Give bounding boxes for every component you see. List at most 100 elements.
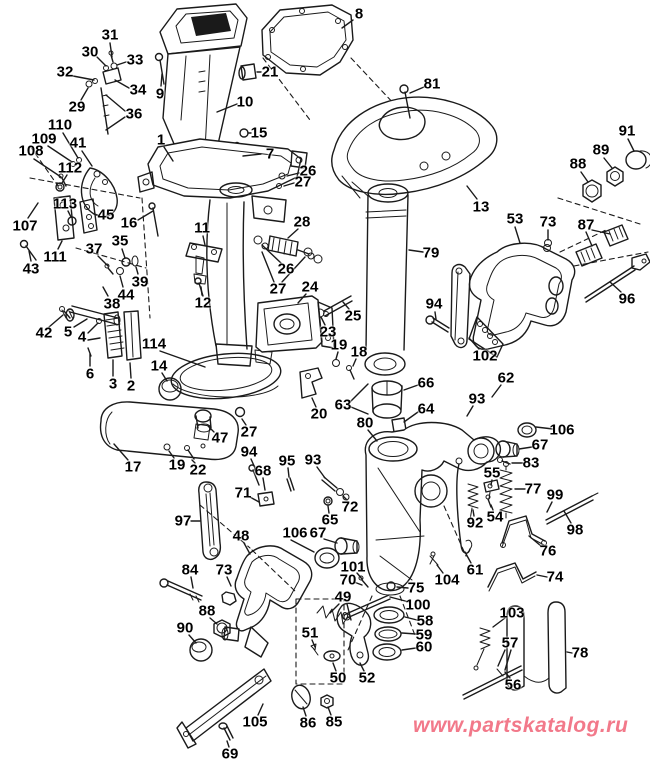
part-number-label: 109 (31, 130, 57, 148)
part-number-label: 106 (549, 421, 575, 439)
part-number-label: 12 (194, 294, 212, 312)
part-number-label: 32 (56, 63, 74, 81)
part-number-label: 112 (57, 159, 83, 177)
part-number-label: 73 (539, 213, 557, 231)
part-number-label: 107 (12, 217, 38, 235)
part-number-label: 23 (319, 323, 337, 341)
part-number-label: 27 (294, 173, 312, 191)
part-number-label: 29 (68, 98, 86, 116)
part-number-label: 30 (81, 43, 99, 61)
part-number-label: 103 (499, 604, 525, 622)
part-number-label: 85 (325, 713, 343, 731)
part-number-label: 70 (339, 571, 357, 589)
part-number-label: 87 (577, 216, 595, 234)
part-number-label: 89 (592, 141, 610, 159)
part-number-label: 2 (126, 377, 136, 395)
part-number-label: 93 (468, 390, 486, 408)
part-number-label: 45 (97, 206, 115, 224)
part-number-label: 57 (501, 634, 519, 652)
part-number-label: 15 (250, 124, 268, 142)
part-number-label: 114 (141, 335, 167, 353)
part-number-label: 10 (236, 93, 254, 111)
part-number-label: 102 (472, 347, 498, 365)
part-number-label: 65 (321, 511, 339, 529)
part-number-label: 21 (261, 63, 279, 81)
part-number-label: 67 (531, 436, 549, 454)
part-number-label: 97 (174, 512, 192, 530)
tilt-tube-art (364, 183, 409, 433)
part-number-label: 27 (240, 423, 258, 441)
part-number-label: 3 (108, 375, 118, 393)
part-number-label: 81 (423, 75, 441, 93)
part-number-label: 100 (405, 596, 431, 614)
part-number-label: 37 (85, 240, 103, 258)
part-number-label: 44 (117, 286, 135, 304)
part-number-label: 54 (486, 508, 504, 526)
part-number-label: 33 (126, 51, 144, 69)
part-number-label: 36 (125, 105, 143, 123)
watermark: www.partskatalog.ru (413, 714, 629, 737)
shift-lever-art (19, 50, 159, 361)
part-number-label: 104 (434, 571, 460, 589)
part-number-label: 93 (304, 451, 322, 469)
part-number-label: 88 (569, 155, 587, 173)
gasket-art (261, 4, 397, 121)
part-number-label: 77 (524, 480, 542, 498)
inner-exhaust-housing-art (154, 3, 257, 167)
part-number-label: 63 (334, 396, 352, 414)
part-number-label: 42 (35, 324, 53, 342)
part-number-label: 13 (472, 198, 490, 216)
part-number-label: 39 (131, 273, 149, 291)
part-number-label: 19 (168, 456, 186, 474)
part-number-label: 20 (310, 405, 328, 423)
part-number-label: 98 (566, 521, 584, 539)
port-clamp-bracket-art (159, 464, 372, 749)
part-number-label: 49 (334, 588, 352, 606)
part-number-label: 105 (242, 713, 268, 731)
part-number-label: 55 (483, 464, 501, 482)
part-number-label: 78 (571, 644, 589, 662)
lower-mount-art (253, 172, 355, 399)
steering-arm-art (331, 84, 498, 199)
part-number-label: 35 (111, 232, 129, 250)
part-number-label: 28 (293, 213, 311, 231)
part-number-label: 9 (155, 85, 165, 103)
part-number-label: 26 (277, 260, 295, 278)
part-number-label: 43 (22, 260, 40, 278)
part-number-label: 76 (539, 542, 557, 560)
part-number-label: 24 (301, 278, 319, 296)
part-number-label: 48 (232, 527, 250, 545)
part-number-label: 4 (77, 328, 87, 346)
part-number-label: 68 (254, 462, 272, 480)
part-number-label: 83 (522, 454, 540, 472)
part-number-label: 19 (330, 336, 348, 354)
part-number-label: 52 (358, 669, 376, 687)
part-number-label: 84 (181, 561, 199, 579)
part-number-label: 80 (356, 414, 374, 432)
part-number-label: 72 (341, 498, 359, 516)
part-number-label: 92 (466, 514, 484, 532)
part-number-label: 94 (425, 295, 443, 313)
part-number-label: 74 (546, 568, 564, 586)
part-number-label: 16 (120, 214, 138, 232)
part-number-label: 106 (282, 524, 308, 542)
part-number-label: 53 (506, 210, 524, 228)
part-number-label: 62 (497, 369, 515, 387)
part-number-label: 38 (103, 295, 121, 313)
part-number-label: 110 (47, 116, 73, 134)
part-number-label: 86 (299, 714, 317, 732)
steering-handle-art (99, 401, 246, 461)
part-number-label: 18 (350, 343, 368, 361)
starboard-clamp-bracket-art (425, 197, 649, 358)
part-number-label: 6 (85, 365, 95, 383)
part-number-label: 31 (101, 26, 119, 44)
part-number-label: 75 (407, 579, 425, 597)
part-number-label: 56 (504, 676, 522, 694)
part-number-label: 47 (211, 429, 229, 447)
part-number-label: 50 (329, 669, 347, 687)
part-number-label: 67 (309, 524, 327, 542)
part-number-label: 88 (198, 602, 216, 620)
part-number-label: 99 (546, 486, 564, 504)
